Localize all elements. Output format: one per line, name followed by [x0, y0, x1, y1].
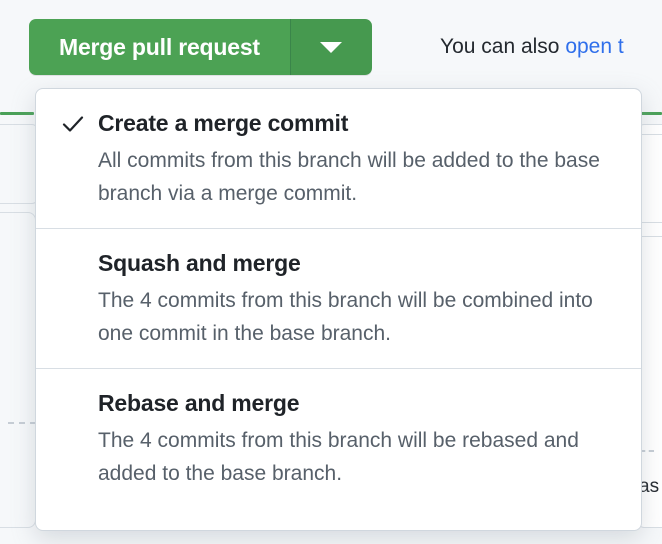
alternative-merge-hint: You can also open t	[440, 34, 624, 60]
menu-item-rebase-and-merge[interactable]: Rebase and merge The 4 commits from this…	[36, 368, 641, 508]
menu-item-header: Squash and merge	[60, 249, 617, 277]
check-icon	[60, 109, 98, 137]
background-timeline-card	[0, 212, 36, 528]
merge-toolbar: Merge pull request You can also open t	[0, 0, 662, 94]
menu-item-title: Squash and merge	[98, 250, 301, 276]
background-truncated-text: as	[639, 476, 660, 497]
menu-item-description: The 4 commits from this branch will be c…	[98, 289, 593, 345]
merge-method-dropdown-menu[interactable]: Create a merge commit All commits from t…	[35, 88, 642, 531]
background-card-right-divider-1	[638, 134, 662, 135]
merged-status-rule-right	[640, 112, 662, 115]
menu-item-description: The 4 commits from this branch will be r…	[98, 429, 579, 485]
background-card-right-divider-2	[638, 222, 662, 223]
merge-split-button-group: Merge pull request	[29, 19, 372, 75]
merge-pull-request-button[interactable]: Merge pull request	[29, 19, 290, 75]
alternative-merge-hint-prefix: You can also	[440, 35, 566, 58]
menu-item-squash-and-merge[interactable]: Squash and merge The 4 commits from this…	[36, 228, 641, 368]
chevron-down-icon	[320, 41, 343, 53]
menu-item-header: Create a merge commit	[60, 109, 617, 137]
menu-item-description: All commits from this branch will be add…	[98, 149, 600, 205]
check-icon-placeholder	[60, 389, 98, 391]
background-dashed-divider-right	[640, 450, 654, 452]
merge-method-dropdown-toggle[interactable]	[289, 19, 372, 75]
background-dashed-divider-left	[8, 422, 36, 424]
background-card-right-divider-3	[638, 236, 662, 237]
menu-item-title: Rebase and merge	[98, 390, 300, 416]
check-icon-placeholder	[60, 249, 98, 251]
open-terminal-link[interactable]: open t	[565, 35, 624, 58]
menu-item-header: Rebase and merge	[60, 389, 617, 417]
merged-status-rule-left	[0, 112, 34, 115]
background-card-upper	[0, 124, 38, 204]
menu-item-title: Create a merge commit	[98, 110, 349, 136]
menu-item-create-merge-commit[interactable]: Create a merge commit All commits from t…	[36, 89, 641, 228]
